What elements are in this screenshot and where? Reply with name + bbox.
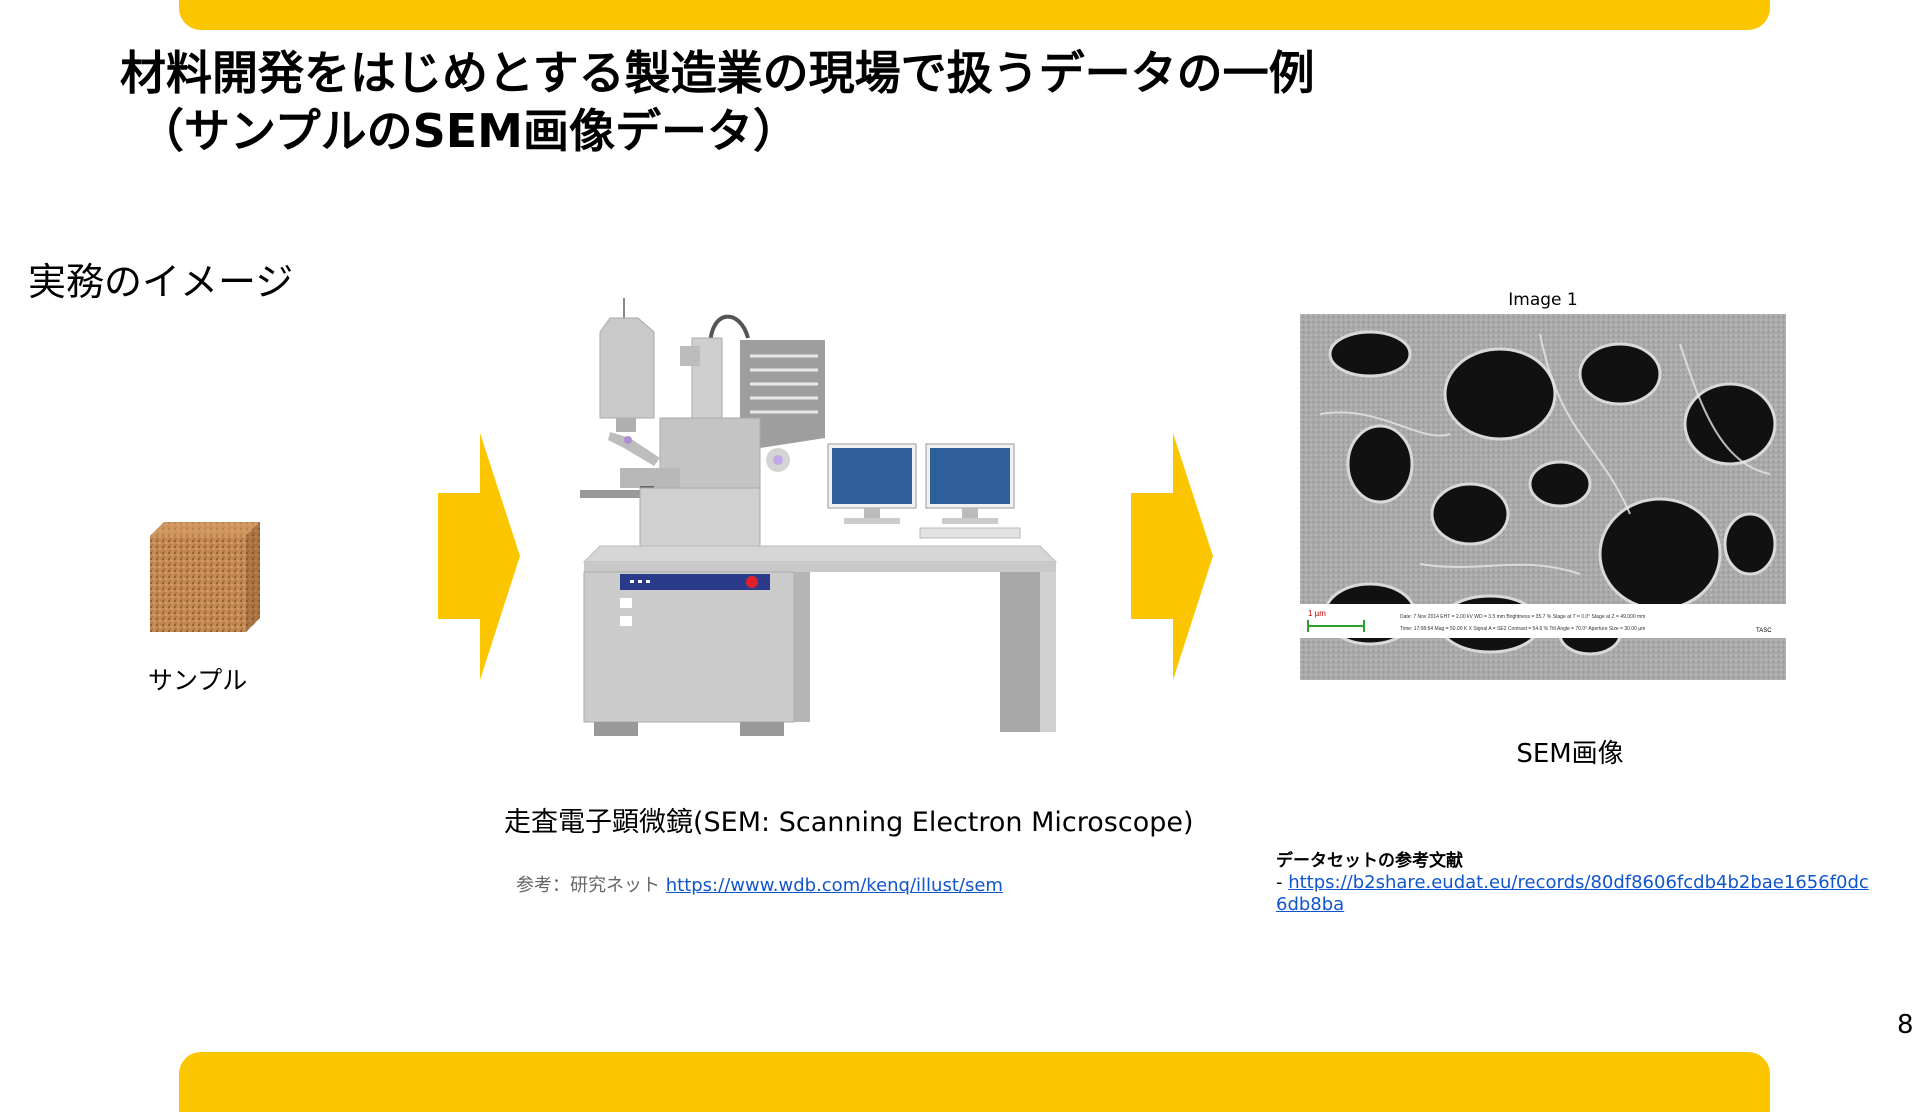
dataset-reference-dash: - <box>1276 872 1289 893</box>
title-line-1: 材料開発をはじめとする製造業の現場で扱うデータの一例 <box>120 46 1315 100</box>
top-accent-bar <box>179 0 1770 30</box>
dataset-reference-heading: データセットの参考文献 <box>1276 851 1463 871</box>
bottom-accent-bar <box>179 1052 1770 1112</box>
sample-cube-image <box>150 522 260 632</box>
arrow-right-icon <box>1131 433 1213 680</box>
reference-link-wdb[interactable]: https://www.wdb.com/kenq/illust/sem <box>665 875 1003 896</box>
dataset-reference-link[interactable]: https://b2share.eudat.eu/records/80df860… <box>1276 872 1869 915</box>
microscope-caption: 走査電子顕微鏡(SEM: Scanning Electron Microscop… <box>504 807 1194 838</box>
reference-prefix: 参考：研究ネット <box>516 875 660 896</box>
sem-info-line-1: Date: 7 Nov 2014 EHT = 2.00 kV WD = 3.5 … <box>1400 614 1645 620</box>
sem-scale-text: 1 µm <box>1308 609 1326 618</box>
page-title: 材料開発をはじめとする製造業の現場で扱うデータの一例 （サンプルのSEM画像デー… <box>120 44 1315 160</box>
sem-logo-text: TASC <box>1756 628 1772 634</box>
sem-microscope-illustration <box>580 298 1058 736</box>
sem-image-label: SEM画像 <box>1516 739 1624 769</box>
arrow-right-icon <box>438 433 520 680</box>
microscope-reference: 参考：研究ネット https://www.wdb.com/kenq/illust… <box>516 871 1003 897</box>
title-line-2: （サンプルのSEM画像データ） <box>138 104 799 158</box>
sem-image-title: Image 1 <box>1508 290 1578 310</box>
sem-info-line-2: Time: 17:08:54 Mag = 50.00 K X Signal A … <box>1400 626 1645 632</box>
section-heading: 実務のイメージ <box>28 260 294 304</box>
sem-micrograph-image: 1 µm Date: 7 Nov 2014 EHT = 2.00 kV WD =… <box>1300 314 1786 680</box>
sample-label: サンプル <box>148 666 248 695</box>
dataset-reference-link-row: - https://b2share.eudat.eu/records/80df8… <box>1276 872 1876 916</box>
page-number: 8 <box>1897 1010 1914 1040</box>
dataset-reference: データセットの参考文献 - https://b2share.eudat.eu/r… <box>1276 850 1876 916</box>
